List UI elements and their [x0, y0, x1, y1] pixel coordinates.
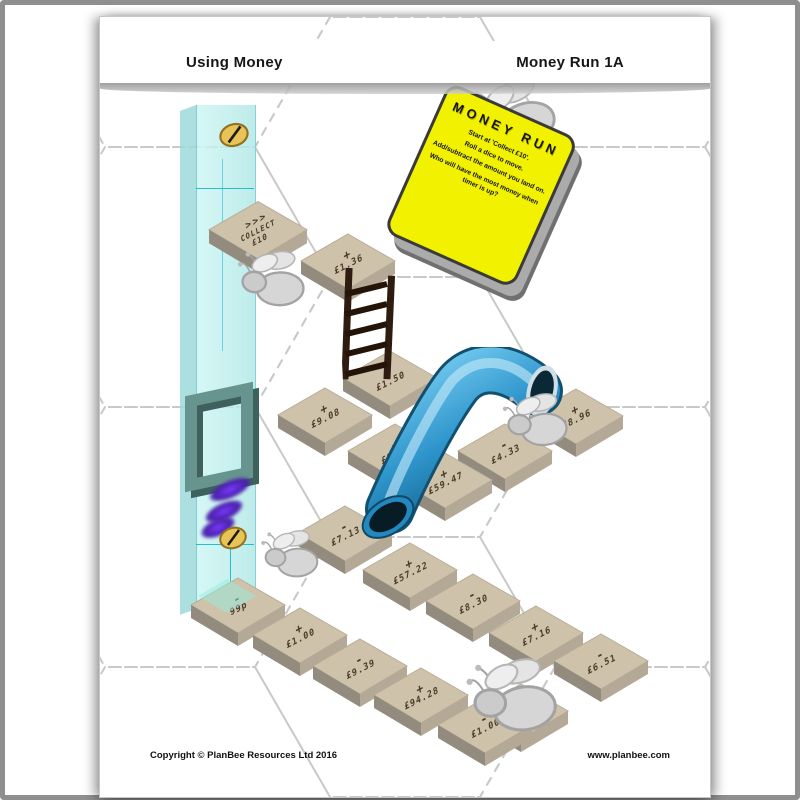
- copyright-text: Copyright © PlanBee Resources Ltd 2016: [150, 750, 338, 761]
- board-tile: +£1.00: [252, 607, 348, 677]
- bee-icon: [464, 655, 563, 738]
- subject-title: Using Money: [186, 53, 283, 71]
- worksheet-page: >>> COLLECT £10 +£1.36-£1.50+£9.08-£3.74…: [100, 17, 710, 797]
- board-tile: -£6.51: [553, 633, 649, 703]
- tile-shape: [362, 542, 458, 611]
- coin-icon: [219, 122, 249, 148]
- glass-tower-side: [180, 105, 196, 615]
- bee-icon: [500, 389, 573, 452]
- board-tile: +£7.16: [488, 605, 584, 675]
- tower-guide-line: [196, 188, 254, 189]
- tile-shape: [312, 638, 408, 707]
- tile-shape: [277, 387, 373, 456]
- board-tile: -£8.30: [425, 573, 521, 643]
- tile-shape: [553, 633, 649, 702]
- bee-icon: [257, 525, 324, 583]
- website-text: www.planbee.com: [587, 750, 670, 761]
- board-tile: -£9.39: [312, 638, 408, 708]
- page-title: Money Run 1A: [516, 53, 624, 71]
- page-footer: Copyright © PlanBee Resources Ltd 2016 w…: [100, 750, 710, 761]
- tile-shape: [373, 667, 469, 736]
- window-frame: [185, 381, 253, 493]
- board-tile: +£9.08: [277, 387, 373, 457]
- pipe-icon: [361, 347, 563, 539]
- board-tile: +£57.22: [362, 542, 458, 612]
- tile-shape: [488, 605, 584, 674]
- tile-shape: [425, 573, 521, 642]
- instruction-sign: MONEY RUN Start at 'Collect £10'. Roll a…: [382, 81, 628, 329]
- board-tile: +£94.28: [373, 667, 469, 737]
- tower-guide-line: [222, 159, 223, 351]
- page-header: Using Money Money Run 1A: [100, 41, 710, 83]
- tower-guide-line: [230, 547, 231, 593]
- tile-shape: [252, 607, 348, 676]
- ladder-icon: [341, 267, 396, 380]
- header-shadow: [100, 83, 710, 94]
- bee-icon: [232, 243, 313, 314]
- coin-icon: [219, 526, 247, 550]
